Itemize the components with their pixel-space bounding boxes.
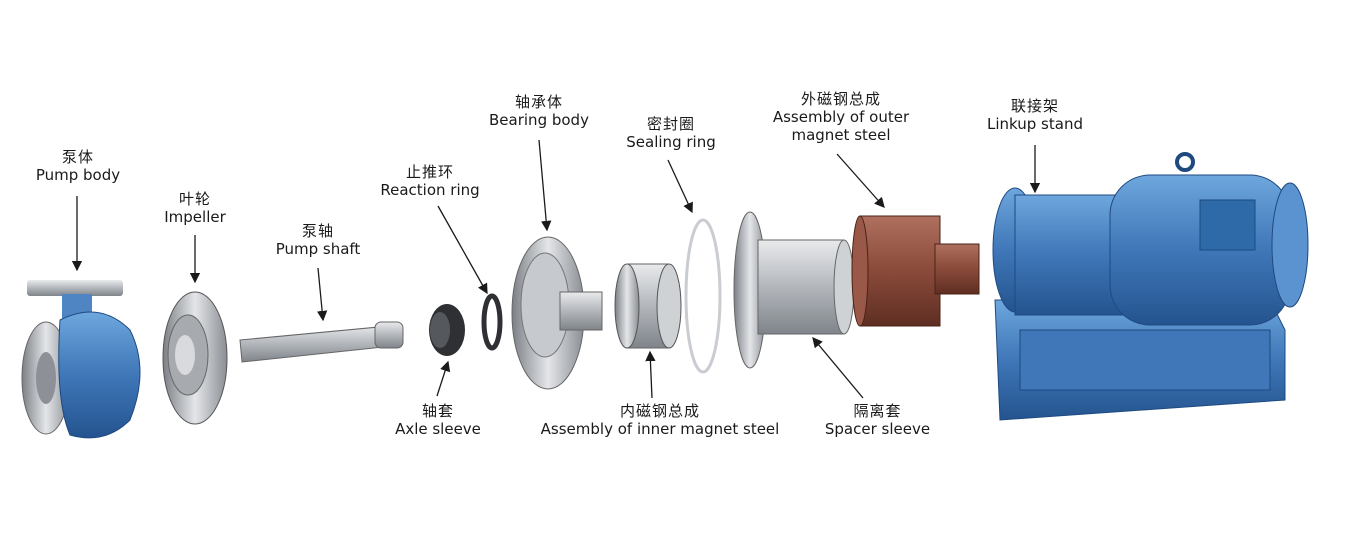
label-bearing-body: 轴承体 Bearing body	[478, 93, 600, 129]
label-inner-magnet-en: Assembly of inner magnet steel	[540, 420, 780, 438]
label-pump-body-zh: 泵体	[61, 148, 94, 166]
label-sealing-ring-zh: 密封圈	[646, 115, 695, 133]
leader-arrows	[71, 139, 1041, 399]
label-axle-sleeve-en: Axle sleeve	[395, 420, 481, 438]
reaction-ring-part	[481, 293, 503, 351]
bearing-body-part	[511, 236, 603, 390]
label-outer-magnet-zh: 外磁钢总成	[800, 90, 881, 108]
label-axle-sleeve: 轴套 Axle sleeve	[378, 402, 498, 438]
label-spacer-sleeve: 隔离套 Spacer sleeve	[810, 402, 945, 438]
label-linkup-stand: 联接架 Linkup stand	[975, 97, 1095, 133]
label-sealing-ring: 密封圈 Sealing ring	[610, 115, 732, 151]
sealing-ring-part	[684, 218, 722, 374]
label-pump-shaft-zh: 泵轴	[301, 222, 334, 240]
label-linkup-stand-en: Linkup stand	[987, 115, 1083, 133]
label-outer-magnet-en: Assembly of outer	[772, 108, 910, 126]
label-outer-magnet-en2: magnet steel	[791, 126, 891, 144]
pump-body-part	[21, 280, 141, 439]
label-pump-shaft-en: Pump shaft	[275, 240, 361, 258]
label-linkup-stand-zh: 联接架	[1010, 97, 1059, 115]
label-pump-shaft: 泵轴 Pump shaft	[258, 222, 378, 258]
outer-magnet-part	[851, 215, 980, 327]
label-axle-sleeve-zh: 轴套	[421, 402, 454, 420]
label-bearing-body-zh: 轴承体	[514, 93, 563, 111]
label-spacer-sleeve-zh: 隔离套	[853, 402, 902, 420]
axle-sleeve-part	[429, 304, 465, 356]
label-sealing-ring-en: Sealing ring	[626, 133, 716, 151]
pump-shaft-part	[239, 321, 404, 363]
label-pump-body-en: Pump body	[35, 166, 121, 184]
label-reaction-ring-zh: 止推环	[405, 163, 454, 181]
label-impeller: 叶轮 Impeller	[145, 190, 245, 226]
label-bearing-body-en: Bearing body	[489, 111, 589, 129]
linkup-stand-motor-part	[992, 152, 1309, 421]
impeller-part	[162, 291, 228, 425]
label-inner-magnet: 内磁钢总成 Assembly of inner magnet steel	[520, 402, 800, 438]
label-reaction-ring-en: Reaction ring	[380, 181, 480, 199]
inner-magnet-part	[614, 263, 682, 349]
label-pump-body: 泵体 Pump body	[18, 148, 138, 184]
label-impeller-zh: 叶轮	[178, 190, 211, 208]
label-inner-magnet-zh: 内磁钢总成	[619, 402, 700, 420]
label-spacer-sleeve-en: Spacer sleeve	[824, 420, 931, 438]
label-impeller-en: Impeller	[164, 208, 226, 226]
spacer-sleeve-part	[733, 211, 855, 369]
label-outer-magnet: 外磁钢总成 Assembly of outer magnet steel	[755, 90, 927, 144]
label-reaction-ring: 止推环 Reaction ring	[365, 163, 495, 199]
